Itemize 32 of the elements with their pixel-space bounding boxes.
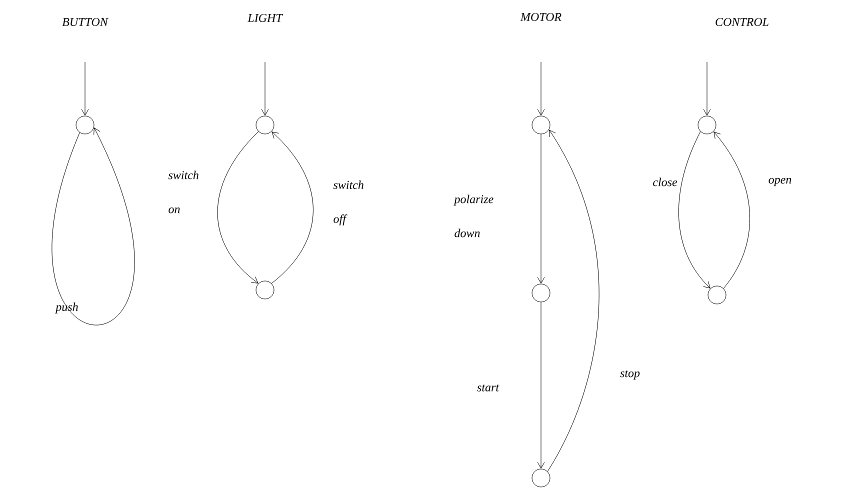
state-circle: [76, 116, 94, 134]
state-circle: [532, 284, 550, 302]
edge-label: switch off: [333, 180, 364, 226]
machine-title: LIGHT: [248, 14, 284, 22]
transition-arrow: [52, 128, 134, 326]
edge-label: open: [768, 178, 792, 186]
transition-arrow: [714, 132, 750, 289]
initial-arrow: [703, 62, 711, 116]
state-circle: [698, 116, 716, 134]
edge-label: push: [54, 302, 78, 314]
machine-title: BUTTON: [62, 18, 108, 26]
state-circle: [708, 286, 726, 304]
state-circle: [532, 468, 550, 488]
initial-arrow: [537, 62, 545, 116]
transition-arrow: [678, 131, 710, 288]
transition-arrow: [537, 302, 545, 468]
edge-label: stop: [620, 370, 640, 380]
transition-arrow: [217, 131, 259, 284]
transition-arrow: [537, 134, 545, 284]
initial-arrow: [81, 62, 89, 116]
edge-label: start: [477, 384, 500, 392]
state-circle: [256, 116, 274, 134]
transition-arrow: [547, 130, 600, 472]
machine-title: MOTOR: [520, 12, 562, 22]
edge-label: polarize down: [454, 194, 494, 238]
initial-arrow: [261, 62, 269, 116]
transition-arrow: [271, 132, 314, 284]
state-circle: [256, 280, 274, 300]
machine-title: CONTROL: [716, 18, 768, 26]
edge-label: close: [653, 178, 678, 186]
edge-label: switch on: [168, 170, 198, 214]
state-circle: [532, 116, 550, 134]
